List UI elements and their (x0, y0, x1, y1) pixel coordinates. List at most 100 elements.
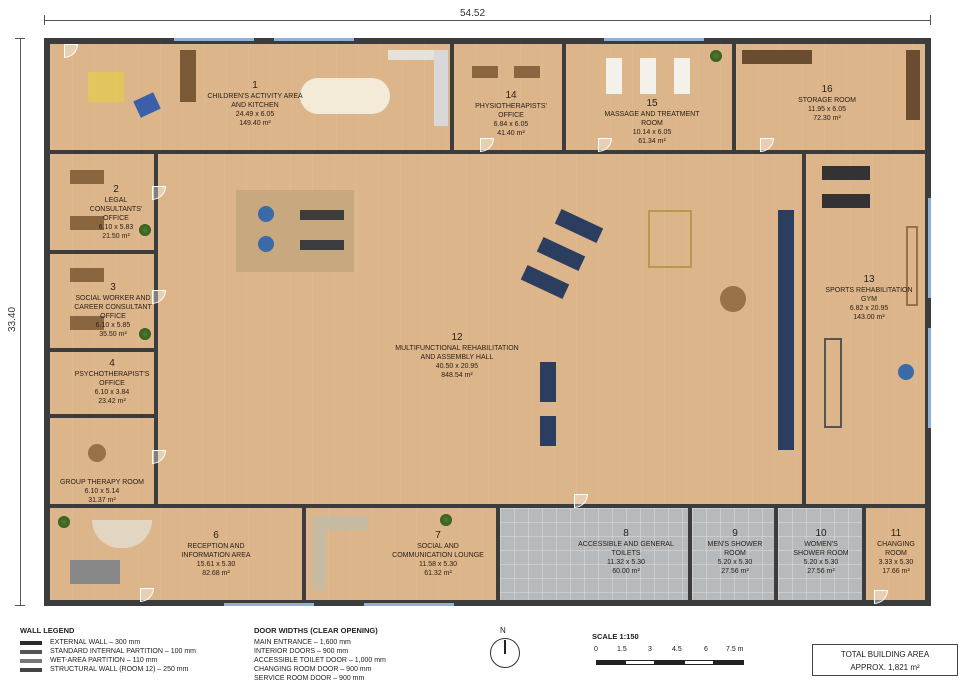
legend-item: EXTERNAL WALL – 300 mm (20, 638, 196, 647)
door-width-item: CHANGING ROOM DOOR – 900 mm (254, 666, 372, 673)
top-dimension-tick-left (44, 15, 45, 25)
treatment-bed-2 (640, 58, 656, 94)
room-5-label: GROUP THERAPY ROOM 6.10 x 5.14 31.37 m² (59, 479, 145, 504)
room-3: 3 SOCIAL WORKER AND CAREER CONSULTANT OF… (50, 254, 154, 348)
room-10-label: 10 WOMEN'S SHOWER ROOM 5.20 x 5.30 27.56… (793, 528, 849, 575)
room-4-label: 4 PSYCHOTHERAPIST'S OFFICE 6.10 x 3.84 2… (74, 358, 150, 405)
room-14: 14 PHYSIOTHERAPISTS' OFFICE 6.84 x 6.05 … (454, 44, 562, 150)
kitchen-counter (388, 50, 438, 60)
walking-bars (824, 338, 842, 428)
left-dimension-tick-bottom (15, 605, 25, 606)
room-7-label: 7 SOCIAL AND COMMUNICATION LOUNGE 11.58 … (392, 530, 484, 577)
room-11: 11 CHANGING ROOM 3.33 x 5.30 17.66 m² (866, 508, 925, 600)
total-area-value: APPROX. 1,821 m² (850, 663, 920, 672)
plant-3 (58, 516, 70, 528)
window-top-1 (174, 38, 254, 41)
room-1-label: 1 CHILDREN'S ACTIVITY AREA AND KITCHEN 2… (207, 80, 303, 127)
bookshelf (180, 50, 196, 102)
door-width-item: INTERIOR DOORS – 900 mm (254, 648, 349, 655)
window-bottom-1 (224, 603, 314, 606)
total-area-title: TOTAL BUILDING AREA (840, 650, 930, 659)
window-right-1 (928, 198, 931, 298)
room-12: 12 MULTIFUNCTIONAL REHABILITATION AND AS… (158, 154, 802, 504)
treatment-bed-3 (674, 58, 690, 94)
ladder-bars (906, 226, 918, 306)
rehab-bench-2 (540, 416, 556, 446)
round-table (88, 444, 106, 462)
legend-item: WET-AREA PARTITION – 110 mm (20, 656, 196, 665)
scale-tick: 3 (648, 646, 652, 653)
room-16-label: 16 STORAGE ROOM 11.95 x 6.05 72.30 m² (798, 84, 856, 122)
room-15-label: 15 MASSAGE AND TREATMENT ROOM 10.14 x 6.… (604, 98, 700, 145)
exercise-ball (898, 364, 914, 380)
legend-swatch (20, 640, 42, 645)
kitchen-counter-side (434, 50, 448, 126)
top-dimension-tick-right (930, 15, 931, 25)
long-mat (778, 210, 794, 450)
room-13-label: 13 SPORTS REHABILITATION GYM 6.82 x 20.9… (825, 274, 913, 321)
room-2-label: 2 LEGAL CONSULTANTS' OFFICE 6.10 x 5.83 … (89, 184, 143, 240)
room-4: 4 PSYCHOTHERAPIST'S OFFICE 6.10 x 3.84 2… (50, 352, 154, 414)
total-area-box: TOTAL BUILDING AREA APPROX. 1,821 m² (812, 644, 958, 676)
treadmill (822, 166, 870, 180)
door-widths: DOOR WIDTHS (CLEAR OPENING) MAIN ENTRANC… (254, 626, 386, 683)
storage-shelf-top (742, 50, 812, 64)
floor-plan: 1 CHILDREN'S ACTIVITY AREA AND KITCHEN 2… (44, 38, 931, 606)
room-5: GROUP THERAPY ROOM 6.10 x 5.14 31.37 m² (50, 418, 154, 504)
window-bottom-2 (364, 603, 454, 606)
scale-tick: 7.5 m (726, 646, 744, 653)
desk-2 (70, 216, 104, 230)
plant-2 (139, 328, 151, 340)
room-9-label: 9 MEN'S SHOWER ROOM 5.20 x 5.30 27.56 m² (707, 528, 763, 575)
room-7: 7 SOCIAL AND COMMUNICATION LOUNGE 11.58 … (306, 508, 496, 600)
door-width-item: ACCESSIBLE TOILET DOOR – 1,000 mm (254, 657, 386, 664)
play-mat-blue (133, 92, 161, 118)
treatment-bed-1 (606, 58, 622, 94)
exercise-ball-2 (258, 236, 274, 252)
window-top-2 (274, 38, 354, 41)
plant-4 (440, 514, 452, 526)
top-dimension-line (44, 20, 931, 21)
door-width-item: SERVICE ROOM DOOR – 900 mm (254, 675, 365, 682)
north-arrow-icon (490, 638, 520, 668)
mat-1 (554, 209, 604, 243)
mat-3 (520, 265, 570, 299)
door-room-11 (874, 590, 888, 604)
desk (70, 268, 104, 282)
room-15: 15 MASSAGE AND TREATMENT ROOM 10.14 x 6.… (566, 44, 732, 150)
plant-5 (710, 50, 722, 62)
room-3-label: 3 SOCIAL WORKER AND CAREER CONSULTANT OF… (74, 282, 152, 338)
scale-bar (596, 660, 744, 665)
window-top-3 (604, 38, 704, 41)
sofa (312, 516, 368, 590)
legend-swatch (20, 658, 42, 663)
north-pointer (504, 640, 506, 654)
room-6: 6 RECEPTION AND INFORMATION AREA 15.61 x… (50, 508, 302, 600)
exercise-ball (258, 206, 274, 222)
desk (472, 66, 498, 78)
round-table (720, 286, 746, 312)
room-11-label: 11 CHANGING ROOM 3.33 x 5.30 17.66 m² (877, 528, 915, 575)
door-room-8 (574, 494, 588, 508)
room-8: 8 ACCESSIBLE AND GENERAL TOILETS 11.32 x… (500, 508, 688, 600)
parallel-bars (648, 210, 692, 268)
scale-tick: 1.5 (617, 646, 627, 653)
exercise-mat-area (236, 190, 354, 272)
door-widths-title: DOOR WIDTHS (CLEAR OPENING) (254, 626, 378, 635)
legend-item: STANDARD INTERNAL PARTITION – 100 mm (20, 647, 196, 656)
desk-2 (514, 66, 540, 78)
scale-tick: 4.5 (672, 646, 682, 653)
reception-desk (92, 520, 152, 548)
room-12-label: 12 MULTIFUNCTIONAL REHABILITATION AND AS… (395, 332, 519, 379)
rehab-bench (540, 362, 556, 402)
left-dimension-line (20, 38, 21, 606)
window-right-2 (928, 328, 931, 428)
room-10: 10 WOMEN'S SHOWER ROOM 5.20 x 5.30 27.56… (778, 508, 862, 600)
north-label: N (500, 626, 506, 635)
storage-shelf-right (906, 50, 920, 120)
left-dimension-label: 33.40 (7, 306, 19, 333)
waiting-seats (70, 560, 120, 584)
plant (139, 224, 151, 236)
door-width-item: MAIN ENTRANCE – 1,600 mm (254, 639, 351, 646)
room-9: 9 MEN'S SHOWER ROOM 5.20 x 5.30 27.56 m² (692, 508, 774, 600)
